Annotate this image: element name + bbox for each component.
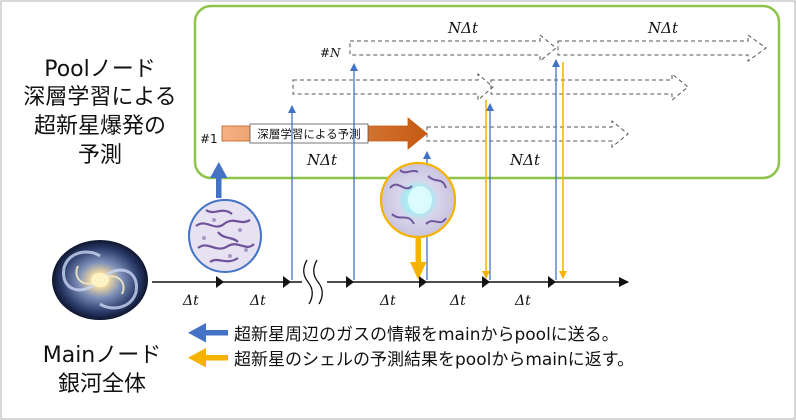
interval-label-long-top-left: NΔt: [447, 19, 479, 37]
prediction-arrow: 深層学習による予測: [221, 117, 428, 150]
axis-tick-6: [548, 276, 556, 288]
interval-label-long-top-right: NΔt: [647, 19, 679, 37]
interval-label-long-mid-right: NΔt: [509, 151, 541, 169]
dashed-arrow-row3-a: [426, 119, 629, 149]
prediction-arrow-label-box: [249, 123, 369, 144]
legend-item-send: 超新星周辺のガスの情報をmainからpoolに送る。: [188, 323, 619, 345]
main-node-label-line-1: Mainノード: [43, 343, 162, 368]
axis-tick-1: [216, 276, 224, 288]
legend: 超新星周辺のガスの情報をmainからpoolに送る。 超新星のシェルの予測結果を…: [188, 323, 634, 370]
spiral-galaxy-icon: [50, 237, 150, 323]
interval-label-short-5: Δt: [514, 293, 531, 309]
interval-label-short-3: Δt: [379, 293, 396, 309]
pool-node-label-line-4: 予測: [78, 143, 122, 168]
pool-node-label-line-3: 超新星爆発の: [34, 114, 166, 139]
return-lines: [482, 62, 567, 279]
axis-tick-2: [283, 276, 291, 288]
interval-label-short-1: Δt: [182, 293, 199, 309]
supernova-shell-icon: [379, 161, 457, 239]
dashed-arrow-row2-a: [292, 72, 494, 102]
axis-break-right: [313, 259, 323, 305]
dashed-arrow-row1-b: [557, 34, 767, 62]
axis-break-left: [303, 259, 313, 305]
dashed-arrow-row1-a: [349, 33, 557, 63]
prediction-arrow-label: 深層学習による予測: [257, 127, 360, 141]
dashed-prediction-arrows: [292, 33, 767, 149]
axis-tick-5: [482, 276, 490, 288]
main-node-label: Mainノード 銀河全体: [43, 343, 162, 397]
time-axis: [152, 259, 629, 305]
gas-distribution-icon: [188, 199, 262, 273]
legend-item-return: 超新星のシェルの予測結果をpoolからmainに返す。: [188, 348, 634, 370]
interval-label-long-mid-left: NΔt: [306, 151, 338, 169]
legend-return-text: 超新星のシェルの予測結果をpoolからmainに返す。: [234, 350, 634, 370]
pool-node-label-line-2: 深層学習による: [23, 85, 176, 110]
interval-label-short-2: Δt: [249, 293, 266, 309]
main-node-label-line-2: 銀河全体: [58, 372, 146, 397]
send-arrow-first: [210, 162, 228, 198]
marker-last: #N: [320, 46, 341, 60]
dashed-arrow-row2-b: [490, 72, 689, 102]
pool-node-label-line-1: Poolノード: [44, 57, 156, 82]
marker-first: #1: [200, 132, 218, 146]
legend-send-text: 超新星周辺のガスの情報をmainからpoolに送る。: [234, 325, 619, 345]
interval-label-short-4: Δt: [449, 293, 466, 309]
pool-node-frame: [193, 4, 781, 180]
pool-node-label: Poolノード 深層学習による 超新星爆発の 予測: [23, 57, 176, 168]
axis-tick-4: [419, 276, 427, 288]
axis-tick-3: [346, 276, 354, 288]
return-arrow-first: [410, 236, 427, 280]
